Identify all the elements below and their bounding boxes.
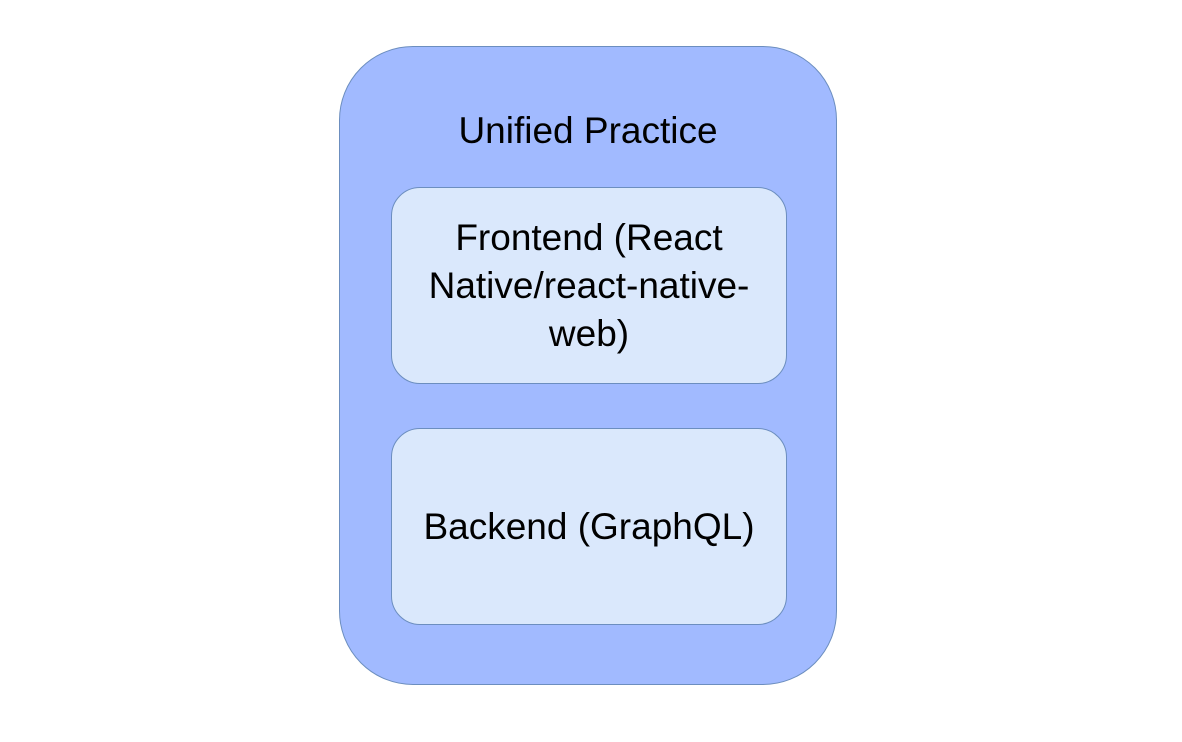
unified-practice-container: Unified Practice Frontend (React Native/… bbox=[339, 46, 837, 685]
backend-label: Backend (GraphQL) bbox=[409, 503, 769, 551]
backend-box: Backend (GraphQL) bbox=[391, 428, 787, 625]
frontend-label-line-1: Frontend (React bbox=[455, 216, 723, 258]
container-title: Unified Practice bbox=[458, 110, 718, 151]
frontend-box: Frontend (React Native/react-native- web… bbox=[391, 187, 787, 384]
frontend-label: Frontend (React Native/react-native- web… bbox=[409, 214, 769, 358]
backend-label-line-1: Backend (GraphQL) bbox=[423, 505, 755, 547]
frontend-label-line-2: Native/react-native- bbox=[428, 264, 750, 306]
frontend-label-line-3: web) bbox=[548, 312, 630, 354]
